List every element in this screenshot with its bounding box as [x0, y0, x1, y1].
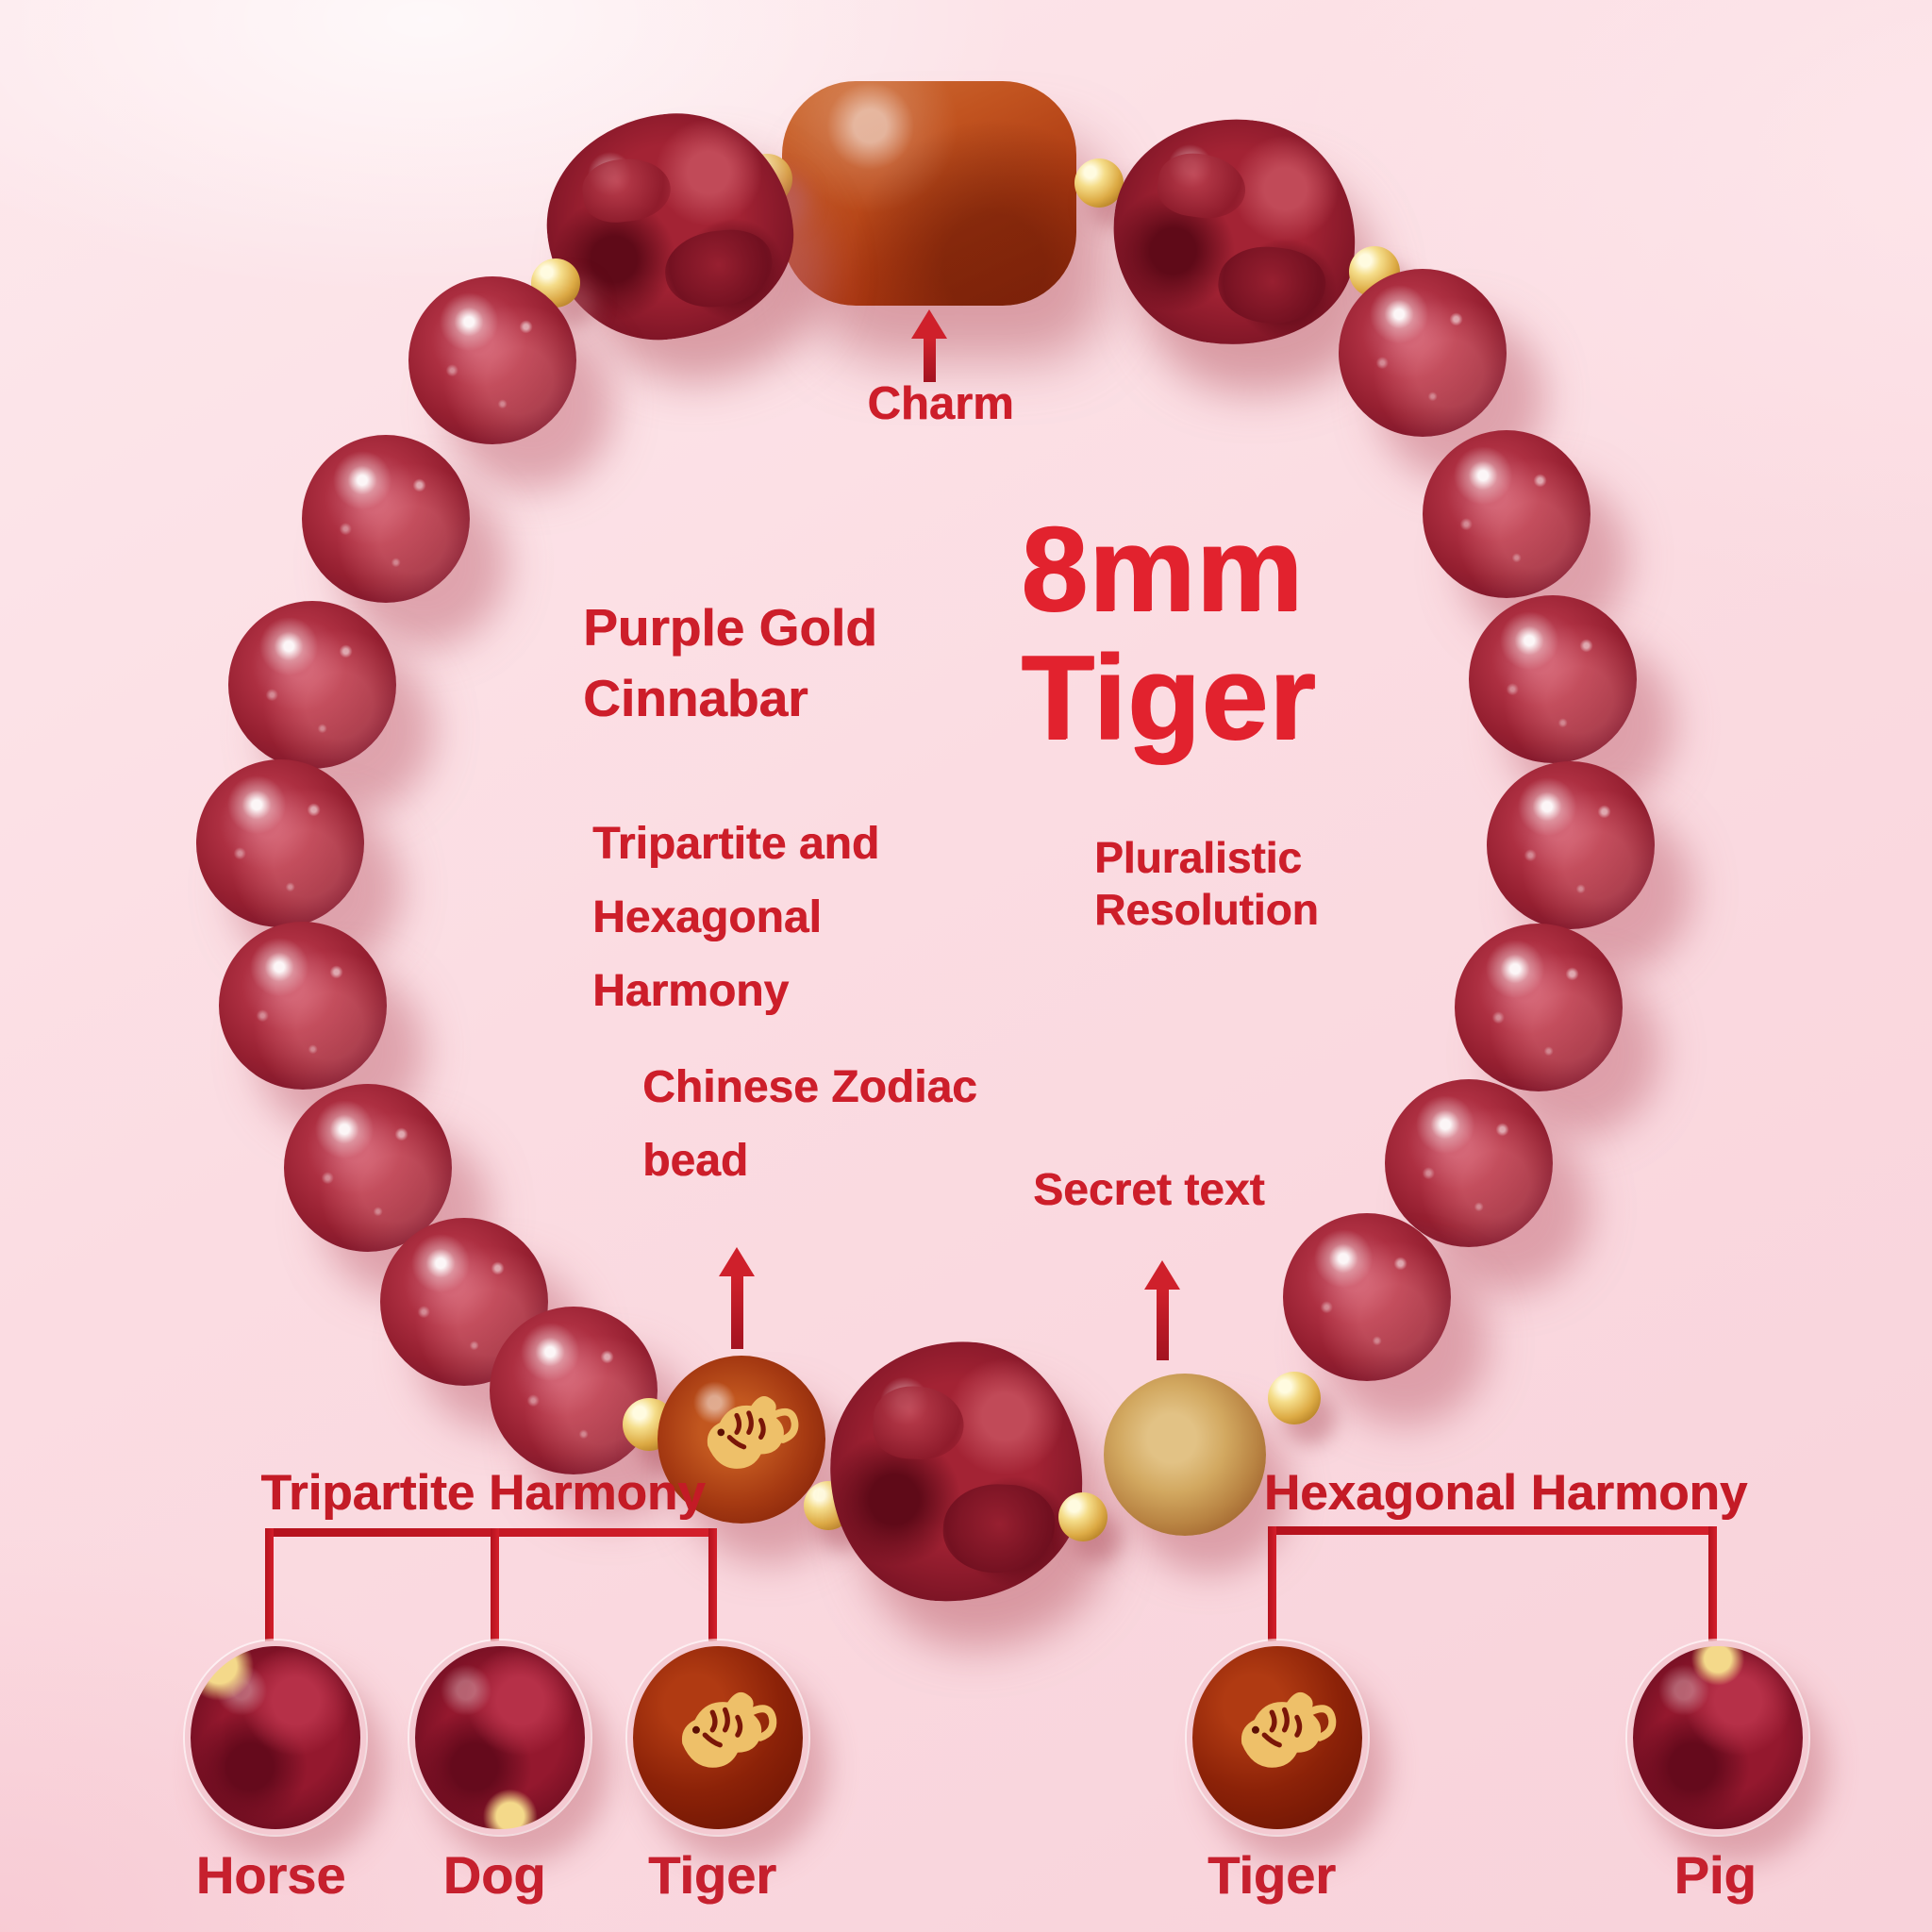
bead-round — [408, 276, 576, 444]
bead-round — [1423, 430, 1591, 598]
bead-round — [1283, 1213, 1451, 1381]
material-note: Purple Gold Cinnabar — [583, 592, 877, 734]
bead-round — [1469, 595, 1637, 763]
bead-round — [228, 601, 396, 769]
bead-closeup-tiger — [627, 1641, 808, 1835]
bead-closeup-tiger — [1187, 1641, 1368, 1835]
tree-connector — [491, 1528, 499, 1645]
up-arrow-zodiac-icon — [719, 1247, 755, 1349]
bead-pixiu — [1098, 103, 1372, 361]
zodiac-note-line1: Chinese Zodiac — [642, 1062, 977, 1112]
size-title-line1: 8mm — [1021, 502, 1304, 636]
tree-connector — [1708, 1526, 1717, 1645]
size-title-line2: Tiger — [1021, 630, 1317, 764]
harmony-note: Tripartite and Hexagonal Harmony — [592, 808, 879, 1028]
bead-round — [1339, 269, 1507, 437]
harmony-line2: Hexagonal — [592, 892, 822, 942]
bead-zodiac — [658, 1356, 825, 1524]
zodiac-label-tiger: Tiger — [1208, 1845, 1336, 1905]
zodiac-label-dog: Dog — [442, 1845, 546, 1905]
zodiac-label-tiger: Tiger — [648, 1845, 776, 1905]
zodiac-bead-note: Chinese Zodiac bead — [642, 1051, 977, 1198]
resolution-line1: Pluralistic — [1094, 833, 1302, 882]
bead-round — [1385, 1079, 1553, 1247]
bead-charm — [782, 81, 1076, 306]
resolution-line2: Resolution — [1094, 885, 1319, 934]
bead-round — [490, 1307, 658, 1474]
bead-closeup-pig — [1627, 1641, 1808, 1835]
bead-round — [302, 435, 470, 603]
harmony-line3: Harmony — [592, 966, 790, 1016]
secret-text-label: Secret text — [1033, 1165, 1265, 1215]
material-line1: Purple Gold — [583, 598, 877, 657]
tree-connector — [708, 1528, 717, 1645]
bead-gold — [1058, 1492, 1108, 1541]
zodiac-label-pig: Pig — [1674, 1845, 1757, 1905]
tree-connector — [1268, 1526, 1717, 1535]
bead-round — [219, 922, 387, 1090]
size-title: 8mm Tiger — [1021, 505, 1316, 761]
bead-matte — [1104, 1374, 1266, 1536]
hexagonal-harmony-title: Hexagonal Harmony — [1263, 1465, 1748, 1521]
bead-pixiu — [536, 102, 804, 351]
up-arrow-charm-icon — [911, 309, 947, 382]
up-arrow-secret-icon — [1144, 1260, 1180, 1360]
bead-pixiu — [823, 1335, 1091, 1608]
bead-round — [1487, 761, 1655, 929]
bead-gold — [1074, 158, 1124, 208]
gold-tiger-icon — [1241, 1692, 1337, 1768]
resolution-note: Pluralistic Resolution — [1094, 832, 1319, 936]
harmony-line1: Tripartite and — [592, 819, 880, 869]
tripartite-harmony-title: Tripartite Harmony — [260, 1465, 706, 1521]
bead-closeup-dog — [409, 1641, 591, 1835]
bead-round — [196, 759, 364, 927]
tree-connector — [1268, 1526, 1276, 1645]
bead-closeup-horse — [185, 1641, 366, 1835]
gold-tiger-icon — [707, 1395, 799, 1469]
tree-connector — [265, 1528, 274, 1645]
charm-label: Charm — [867, 378, 1014, 429]
material-line2: Cinnabar — [583, 669, 808, 727]
bead-gold — [1268, 1372, 1321, 1424]
zodiac-note-line2: bead — [642, 1136, 749, 1186]
bead-round — [284, 1084, 452, 1252]
gold-tiger-icon — [682, 1692, 777, 1768]
zodiac-label-horse: Horse — [195, 1845, 346, 1905]
bead-round — [1455, 924, 1623, 1091]
